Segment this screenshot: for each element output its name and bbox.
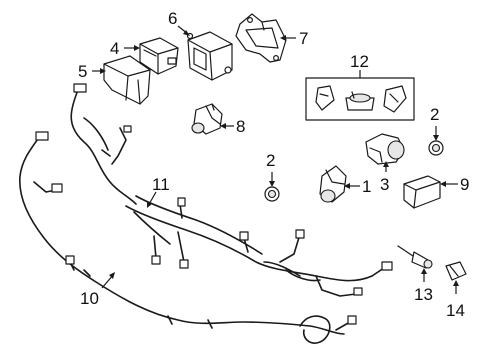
callout-2-right: 2 — [430, 105, 439, 141]
callout-6-label: 6 — [168, 9, 177, 28]
part-10-harness — [19, 131, 357, 344]
callout-10: 10 — [80, 272, 115, 308]
part-9-sensor-box — [403, 175, 441, 209]
callout-11: 11 — [147, 175, 170, 208]
callout-7: 7 — [280, 29, 308, 48]
callout-2-middle: 2 — [266, 151, 275, 187]
part-4-module — [139, 37, 179, 75]
part-13-temp-sensor — [397, 245, 433, 269]
part-3-sensor — [365, 133, 405, 165]
callout-5-label: 5 — [78, 62, 87, 81]
part-1-sensor — [319, 165, 347, 203]
callout-1-label: 1 — [362, 177, 371, 196]
callout-3-label: 3 — [380, 175, 389, 194]
callout-12-label: 12 — [350, 52, 369, 71]
callout-13: 13 — [414, 268, 433, 304]
callout-8-label: 8 — [236, 117, 245, 136]
part-6-module — [186, 31, 233, 81]
callout-1: 1 — [344, 177, 371, 196]
callout-9-label: 9 — [460, 175, 469, 194]
callout-6: 6 — [168, 9, 190, 36]
part-14-connector — [445, 261, 467, 281]
callout-13-label: 13 — [414, 285, 433, 304]
part-11-harness — [70, 83, 393, 297]
callout-4: 4 — [110, 39, 140, 58]
callout-9: 9 — [440, 175, 469, 194]
callout-14-label: 14 — [446, 301, 465, 320]
callout-2-right-label: 2 — [430, 105, 439, 124]
callout-10-label: 10 — [80, 289, 99, 308]
callout-8: 8 — [220, 117, 245, 136]
callout-5: 5 — [78, 62, 106, 81]
callout-3: 3 — [380, 161, 389, 194]
callout-14: 14 — [446, 280, 465, 320]
part-2-grommet-right — [428, 140, 444, 156]
part-2-grommet-middle — [264, 186, 280, 202]
callout-2-middle-label: 2 — [266, 151, 275, 170]
part-8-sensor — [191, 103, 223, 135]
callout-12: 12 — [350, 52, 369, 78]
part-7-bracket — [235, 13, 287, 63]
part-5-module — [103, 55, 151, 105]
callout-7-label: 7 — [299, 29, 308, 48]
callout-4-label: 4 — [110, 39, 119, 58]
callout-11-label: 11 — [152, 175, 170, 194]
part-12-kit-box — [305, 77, 415, 121]
